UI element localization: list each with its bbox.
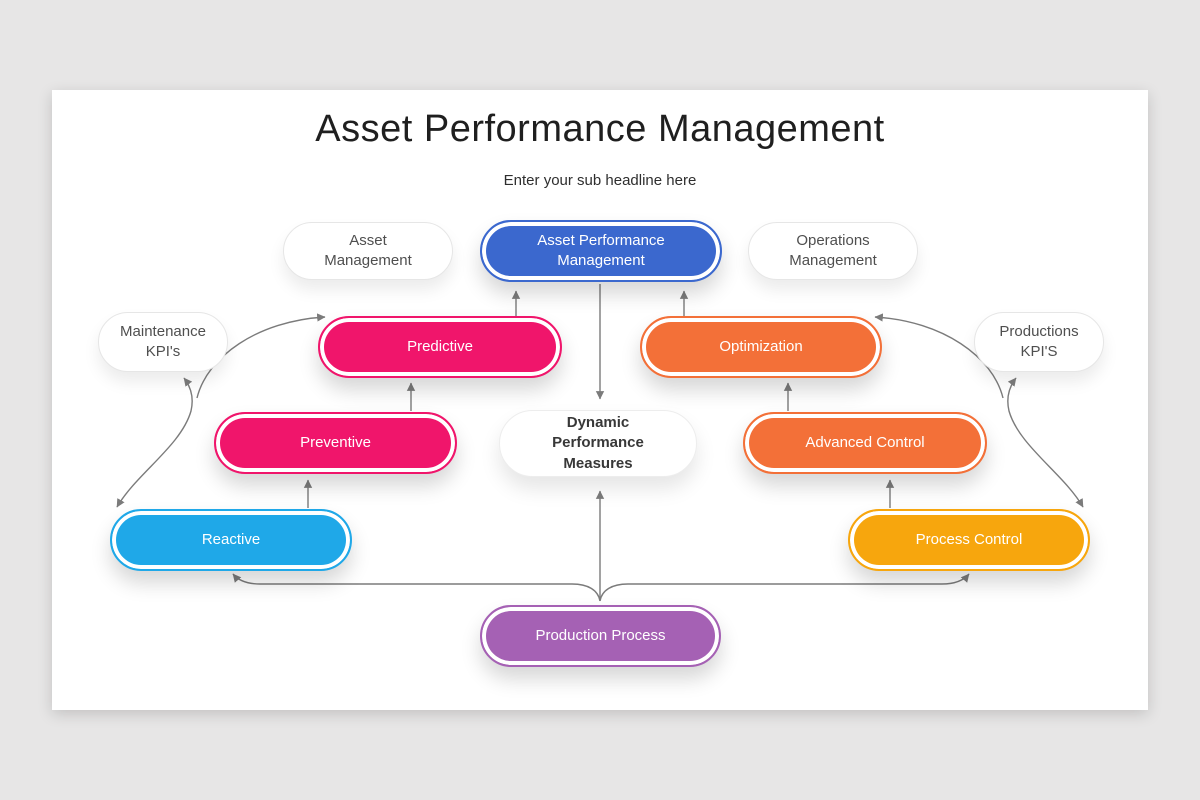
node-preventive-label: Preventive — [300, 433, 371, 451]
node-predictive: Predictive — [318, 316, 562, 378]
node-predictive-label: Predictive — [407, 337, 473, 355]
node-dynamic-performance-measures: Dynamic Performance Measures — [499, 410, 697, 477]
node-productions-kpis: Productions KPI'S — [974, 312, 1104, 372]
node-dynamic-performance-measures-label: Dynamic Performance Measures — [552, 414, 644, 472]
node-production-process-label: Production Process — [535, 626, 666, 644]
node-operations-management-label: Operations Management — [789, 231, 877, 269]
node-process-control-label: Process Control — [915, 530, 1023, 548]
node-advanced-control-label: Advanced Control — [805, 433, 925, 451]
node-optimization-label: Optimization — [719, 337, 803, 355]
node-advanced-control: Advanced Control — [743, 412, 987, 474]
node-productions-kpis-label: Productions KPI'S — [999, 322, 1079, 360]
page-subtitle: Enter your sub headline here — [503, 172, 697, 189]
node-maintenance-kpis-label: Maintenance KPI's — [120, 322, 206, 360]
node-reactive: Reactive — [110, 509, 352, 571]
node-asset-management: Asset Management — [283, 222, 453, 280]
node-asset-performance-management: Asset Performance Management — [480, 220, 722, 282]
node-asset-performance-management-label: Asset Performance Management — [537, 231, 665, 269]
node-operations-management: Operations Management — [748, 222, 918, 280]
node-optimization: Optimization — [640, 316, 882, 378]
node-maintenance-kpis: Maintenance KPI's — [98, 312, 228, 372]
node-preventive: Preventive — [214, 412, 457, 474]
page-title: Asset Performance Management — [315, 108, 885, 150]
node-reactive-label: Reactive — [201, 530, 261, 548]
node-process-control: Process Control — [848, 509, 1090, 571]
node-asset-management-label: Asset Management — [324, 231, 412, 269]
node-production-process: Production Process — [480, 605, 721, 667]
